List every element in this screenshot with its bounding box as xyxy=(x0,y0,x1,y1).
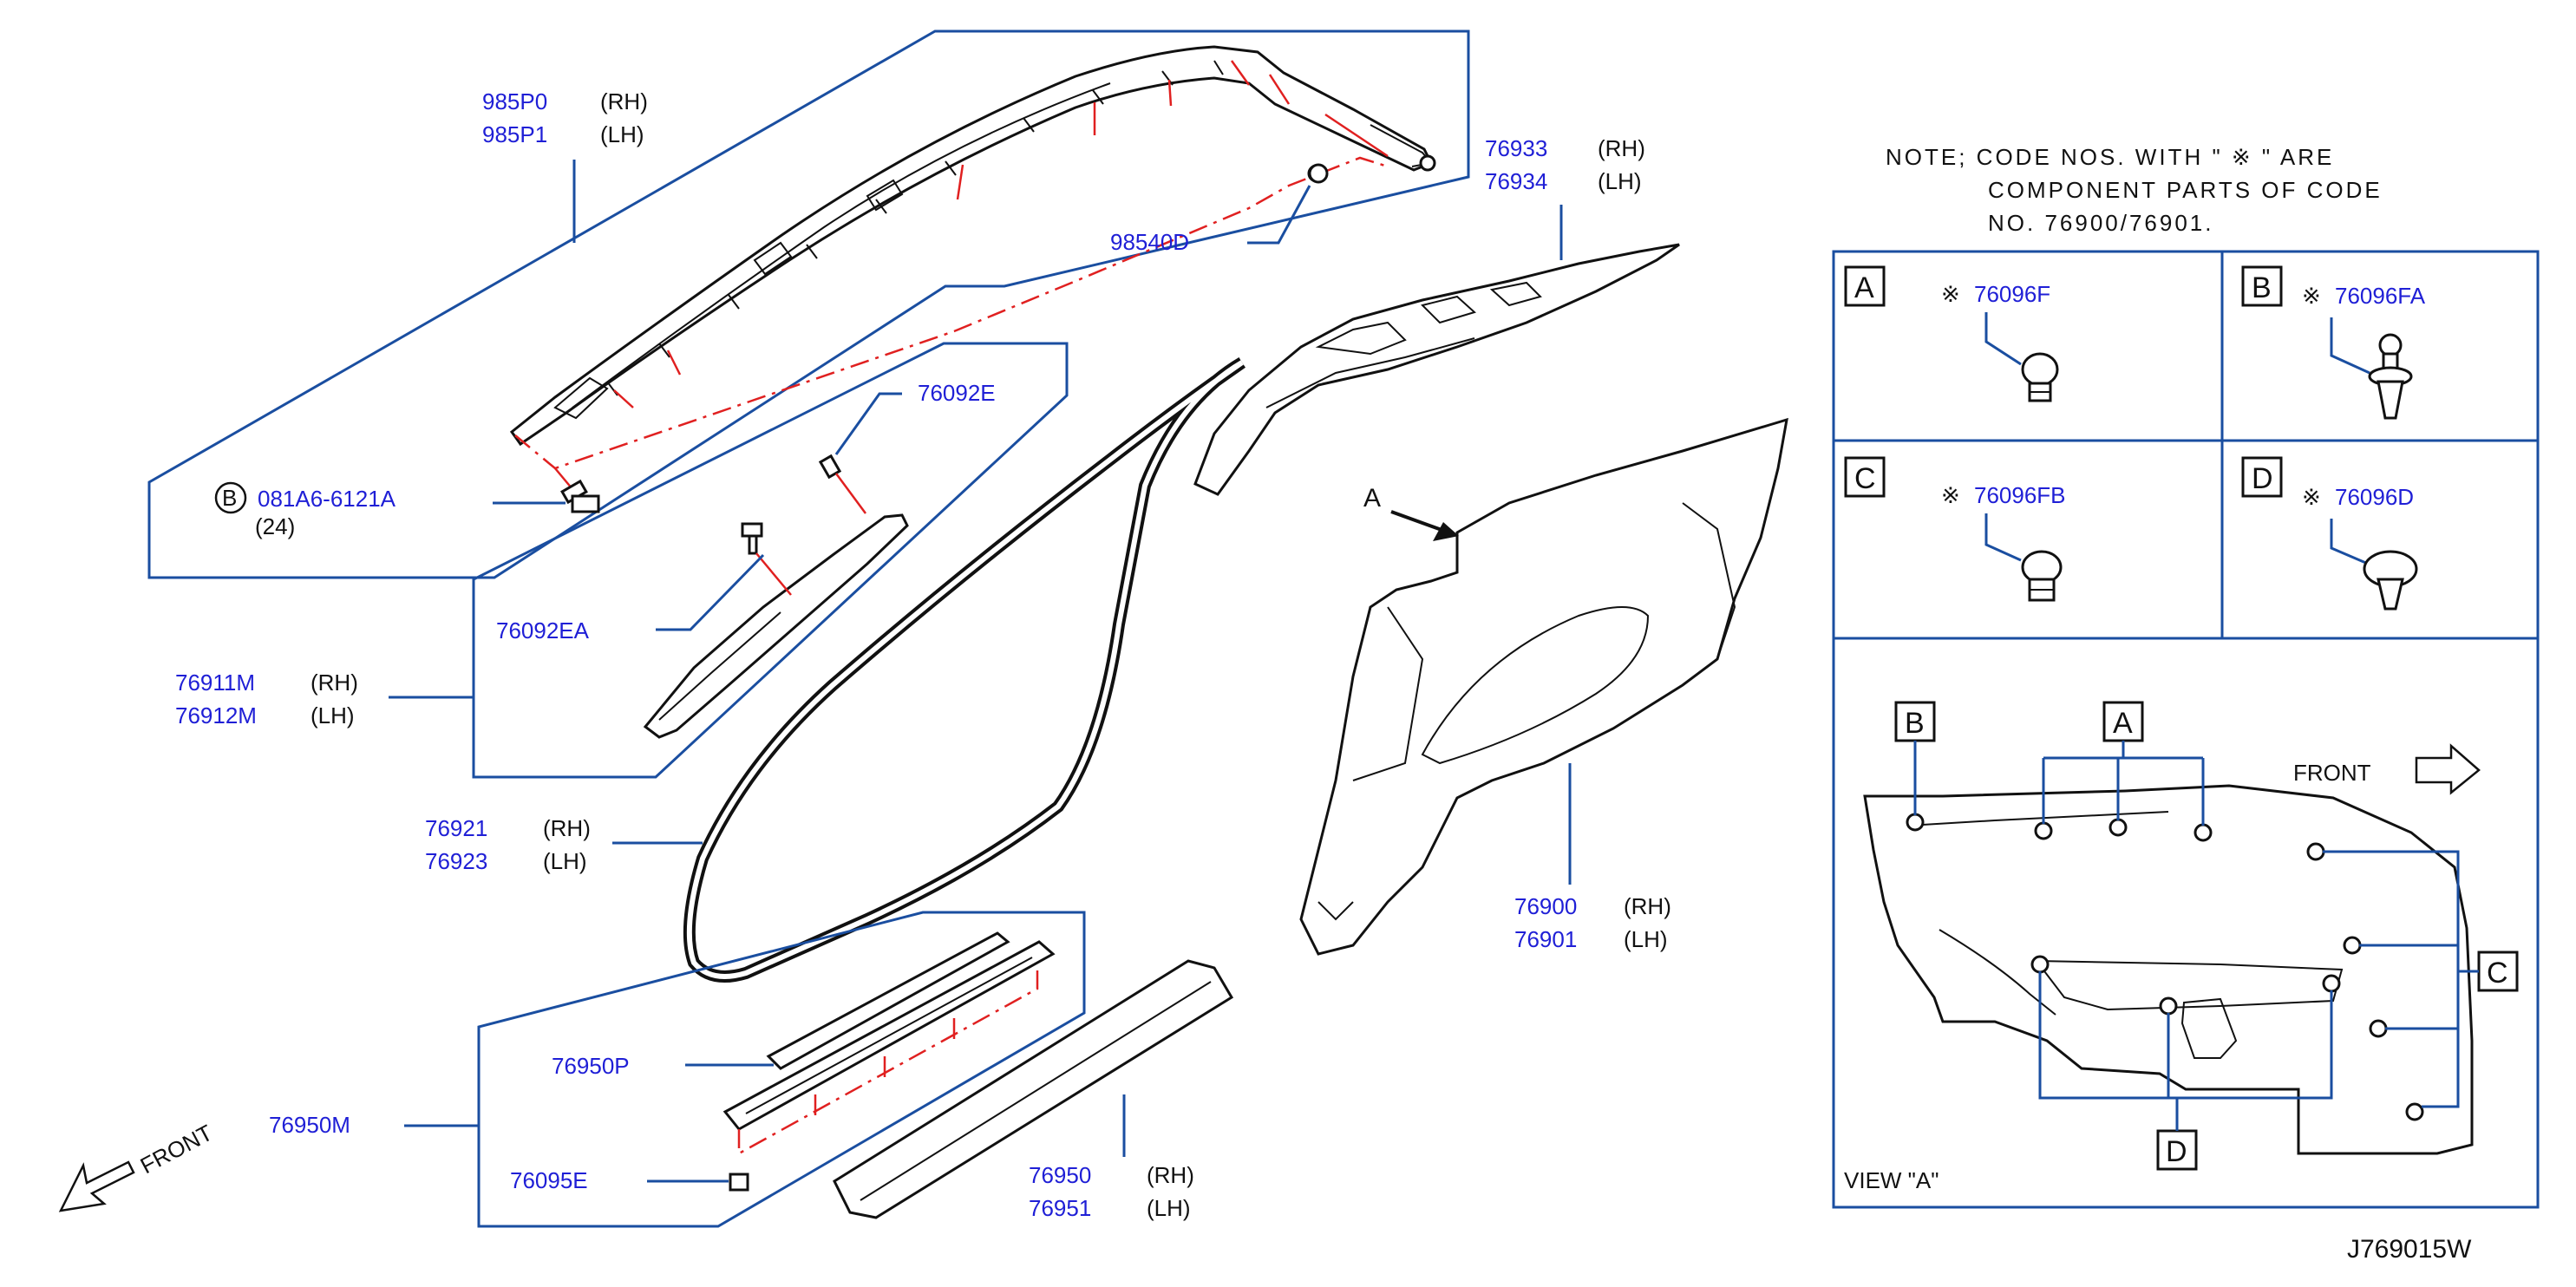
garnish-rh-side: (RH) xyxy=(311,670,358,696)
bolt-qty: (24) xyxy=(255,513,295,539)
view-front-arrow-icon xyxy=(2415,743,2481,795)
clip-98540d xyxy=(1308,163,1329,184)
legend-c-mark: ※ xyxy=(1941,482,1960,508)
kick-plate-inner-code: 76950P xyxy=(552,1053,630,1079)
airbag-group-frame xyxy=(147,29,1470,579)
pillar-upper-lh-code: 76934 xyxy=(1485,168,1547,194)
view-label-a: A xyxy=(2113,707,2133,740)
upper-pillar-trim xyxy=(1193,243,1680,496)
view-a-label: VIEW "A" xyxy=(1844,1167,1939,1193)
note-line-2: COMPONENT PARTS OF CODE xyxy=(1988,177,2383,203)
bolt-callout: B 081A6-6121A (24) xyxy=(214,481,566,539)
rear-side-trim xyxy=(1299,417,1788,956)
kick-plate-inner xyxy=(722,931,1056,1131)
door-weatherstrip xyxy=(683,356,1246,983)
legend-d-mark: ※ xyxy=(2302,484,2321,510)
legend-b-letter: B xyxy=(2252,271,2272,304)
legend-c-letter: C xyxy=(1854,462,1876,495)
view-front-label: FRONT xyxy=(2293,760,2371,786)
legend-b-code: 76096FA xyxy=(2335,283,2426,309)
clip-76092ea-code: 76092EA xyxy=(496,617,590,644)
note: NOTE; CODE NOS. WITH " ※ " ARE COMPONENT… xyxy=(1886,144,2383,236)
side-trim-rh-side: (RH) xyxy=(1624,893,1671,919)
garnish-lh-side: (LH) xyxy=(311,702,355,728)
pillar-garnish xyxy=(643,513,909,739)
airbag-rh-side: (RH) xyxy=(600,88,648,114)
kick-plate-outer xyxy=(833,959,1234,1219)
legend-d-letter: D xyxy=(2252,462,2273,495)
clip-98540d-code: 98540D xyxy=(1110,229,1189,255)
airbag-lh-side: (LH) xyxy=(600,121,644,147)
pillar-upper-rh-side: (RH) xyxy=(1598,135,1645,161)
view-label-b: B xyxy=(1905,707,1925,740)
kick-plate-lh-code: 76951 xyxy=(1029,1195,1091,1221)
arrow-a-label: A xyxy=(1363,484,1381,513)
clip-76092e-code: 76092E xyxy=(918,380,996,406)
airbag-mount-line xyxy=(514,156,1389,470)
front-direction-indicator: FRONT xyxy=(58,1120,217,1212)
bolt-ref-letter: B xyxy=(222,485,237,511)
legend-c-code: 76096FB xyxy=(1974,482,2066,508)
pillar-upper-rh-code: 76933 xyxy=(1485,135,1547,161)
kick-plate-rh-side: (RH) xyxy=(1147,1162,1194,1188)
airbag-rh-code: 985P0 xyxy=(482,88,547,114)
pillar-garnish-frame xyxy=(472,342,1069,779)
kick-plate-assy-code: 76950M xyxy=(269,1112,350,1138)
clip-76096fa-icon xyxy=(2368,333,2413,420)
bolt-code: 081A6-6121A xyxy=(258,486,396,512)
bolt-081a6 xyxy=(560,479,600,513)
view-label-d: D xyxy=(2166,1135,2187,1168)
note-line-3: NO. 76900/76901. xyxy=(1988,210,2214,236)
side-trim-lh-side: (LH) xyxy=(1624,926,1668,952)
side-trim-rh-code: 76900 xyxy=(1514,893,1577,919)
clip-76095e-code: 76095E xyxy=(510,1167,588,1193)
legend-b-mark: ※ xyxy=(2302,283,2321,309)
weatherstrip-rh-code: 76921 xyxy=(425,815,487,841)
clip-76095e xyxy=(729,1173,749,1192)
drawing-id: J769015W xyxy=(2347,1235,2472,1264)
legend-a-letter: A xyxy=(1854,271,1874,304)
view-a-panel: B A C D FRONT VIEW "A" xyxy=(1844,701,2519,1193)
clip-76092e xyxy=(818,454,842,480)
garnish-rh-code: 76911M xyxy=(175,670,255,696)
side-trim-lh-code: 76901 xyxy=(1514,926,1577,952)
legend-a-mark: ※ xyxy=(1941,281,1960,307)
pillar-upper-lh-side: (LH) xyxy=(1598,168,1642,194)
clip-legend: A ※ 76096F B ※ 76096FA C ※ 76096FB xyxy=(1832,250,2540,1209)
kick-plate-rh-code: 76950 xyxy=(1029,1162,1091,1188)
weatherstrip-rh-side: (RH) xyxy=(543,815,591,841)
clip-76096d-icon xyxy=(2363,550,2418,611)
front-label: FRONT xyxy=(136,1120,217,1179)
weatherstrip-lh-side: (LH) xyxy=(543,848,587,874)
kick-plate-lh-side: (LH) xyxy=(1147,1195,1191,1221)
legend-d-code: 76096D xyxy=(2335,484,2414,510)
clip-76096fb-icon xyxy=(2021,550,2063,602)
clip-76096f-icon xyxy=(2021,352,2059,402)
airbag-lh-code: 985P1 xyxy=(482,121,547,147)
clip-76092ea xyxy=(741,522,763,555)
kick-plate-frame xyxy=(477,911,1086,1228)
garnish-lh-code: 76912M xyxy=(175,702,257,728)
view-label-c: C xyxy=(2487,957,2508,990)
note-line-1: NOTE; CODE NOS. WITH " ※ " ARE xyxy=(1886,144,2334,170)
weatherstrip-lh-code: 76923 xyxy=(425,848,487,874)
legend-a-code: 76096F xyxy=(1974,281,2050,307)
